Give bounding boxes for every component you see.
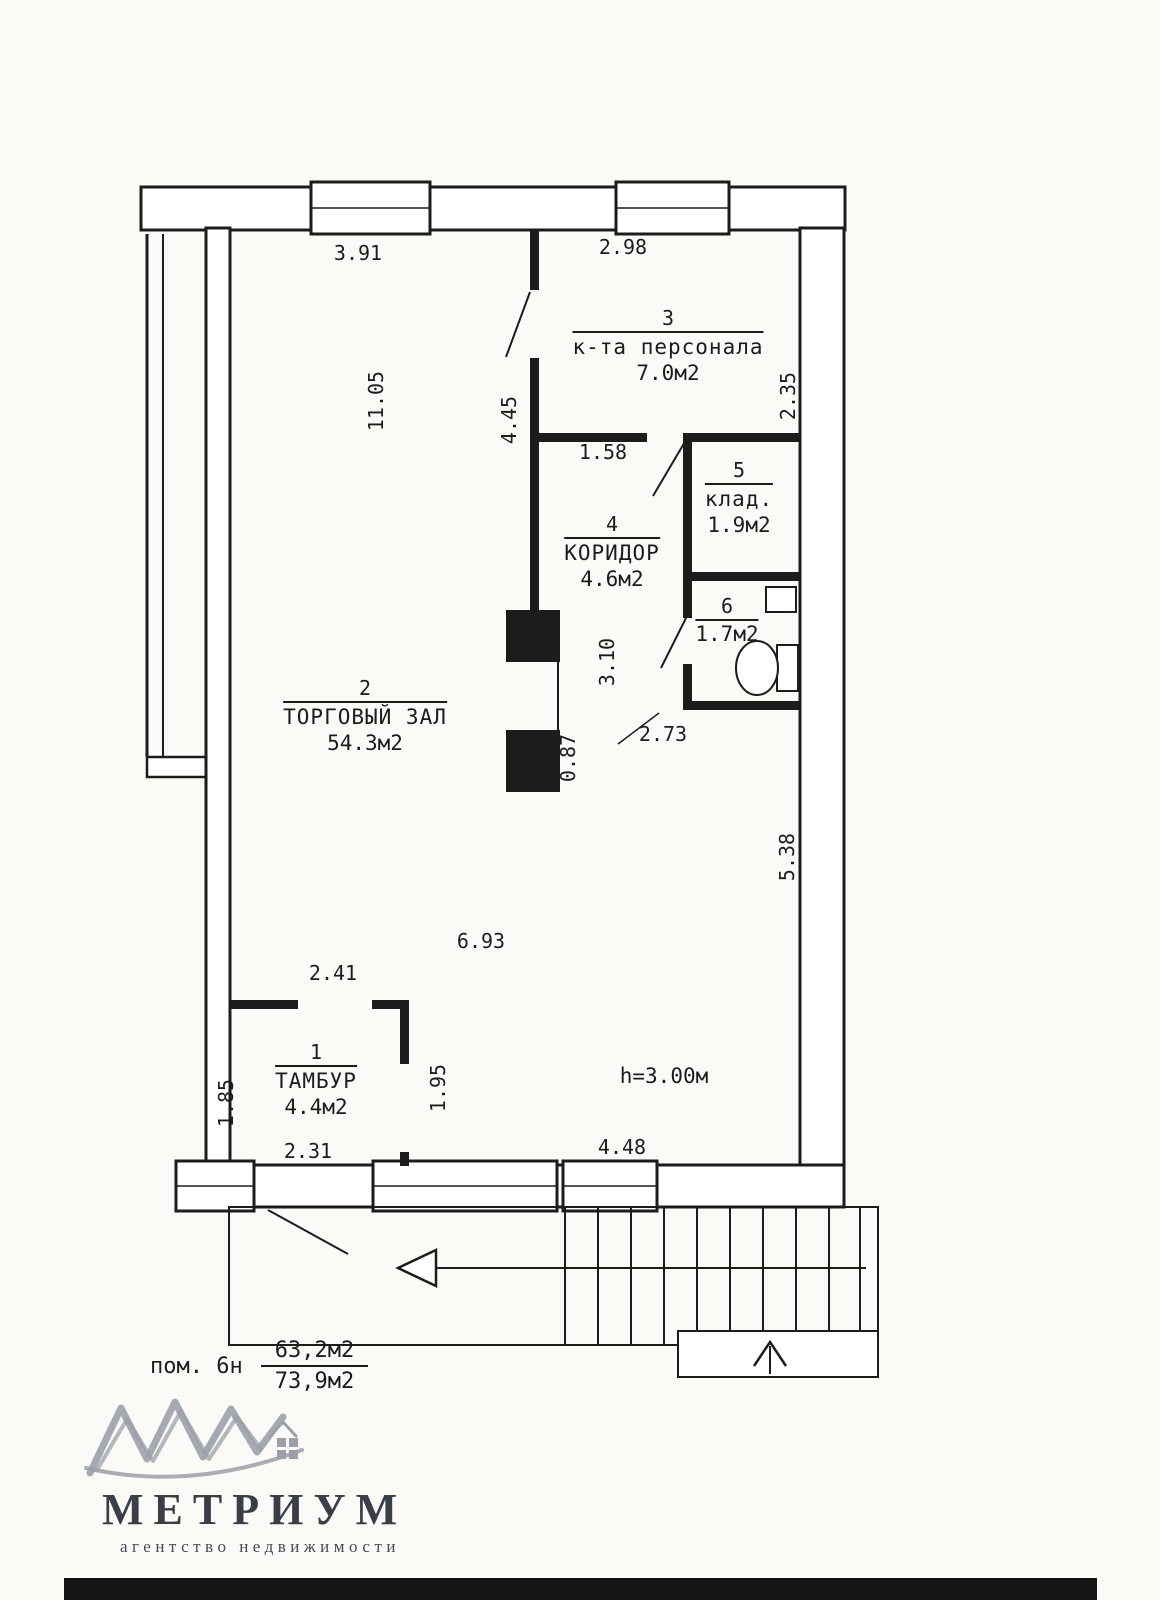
dim-tambour-right: 1.95 xyxy=(426,1063,450,1113)
title-block: пом. 6н 63,2м2 73,9м2 xyxy=(150,1338,369,1394)
dim-passage: 3.10 xyxy=(595,637,619,687)
dim-corridor-top: 1.58 xyxy=(578,440,628,464)
stair-direction-arrow-icon xyxy=(395,1248,438,1288)
room-area: 1.9м2 xyxy=(707,513,771,538)
agency-tagline: агентство недвижимости xyxy=(120,1537,400,1556)
window-bays xyxy=(174,180,731,1213)
dim-column-gap: 0.87 xyxy=(556,733,580,783)
dim-right-upper: 2.35 xyxy=(776,371,800,421)
dim-hall-width: 6.93 xyxy=(456,929,506,953)
room-label-storage: 5 клад. 1.9м2 xyxy=(704,458,774,538)
ceiling-height-note: h=3.00м xyxy=(619,1064,709,1088)
agency-logo-mark xyxy=(84,1398,304,1479)
room-number: 6 xyxy=(695,594,759,621)
door-swings xyxy=(267,291,688,1255)
dim-room3-left: 4.45 xyxy=(497,395,521,445)
room-label-corridor: 4 КОРИДОР 4.6м2 xyxy=(564,512,660,592)
room-name: клад. xyxy=(704,487,774,511)
dim-left-height: 11.05 xyxy=(364,370,388,432)
room-area: 54.3м2 xyxy=(327,731,403,756)
room-number: 2 xyxy=(283,676,447,703)
sink-icon xyxy=(765,586,797,613)
interior-partitions xyxy=(230,230,800,1166)
room-label-vestibule: 1 ТАМБУР 4.4м2 xyxy=(275,1040,357,1120)
toilet-bowl-icon xyxy=(735,640,779,696)
room-name: КОРИДОР xyxy=(564,541,660,565)
dim-top-right: 2.98 xyxy=(598,235,648,259)
logo-house-pixels-icon xyxy=(277,1438,298,1459)
dim-tambour-left: 1.85 xyxy=(214,1078,238,1128)
room-label-trading-hall: 2 ТОРГОВЫЙ ЗАЛ 54.3м2 xyxy=(283,676,447,756)
room-name: ТОРГОВЫЙ ЗАЛ xyxy=(283,705,447,729)
room-area: 4.4м2 xyxy=(284,1095,348,1120)
room-number: 5 xyxy=(704,458,774,485)
neighbor-structure xyxy=(145,234,208,779)
room-number: 4 xyxy=(564,512,660,539)
logo-house-roof-icon xyxy=(268,1420,298,1438)
dim-entrance-width: 4.48 xyxy=(597,1135,647,1159)
room-name: к-та персонала xyxy=(572,335,764,359)
toilet-tank-icon xyxy=(776,644,799,692)
area-fraction: 63,2м2 73,9м2 xyxy=(260,1338,369,1394)
room-label-wc: 6 1.7м2 xyxy=(695,594,759,647)
stairs xyxy=(228,1206,879,1378)
area-denominator: 73,9м2 xyxy=(274,1369,355,1394)
dim-tambour-top: 2.41 xyxy=(308,961,358,985)
bathroom-fixtures xyxy=(735,586,799,696)
room-area: 4.6м2 xyxy=(580,567,644,592)
area-numerator: 63,2м2 xyxy=(260,1338,369,1367)
agency-name: МЕТРИУМ xyxy=(102,1485,408,1534)
room-name: ТАМБУР xyxy=(275,1069,357,1093)
footer-bar xyxy=(64,1578,1097,1600)
dim-hall-mid: 2.73 xyxy=(638,722,688,746)
stair-up-arrow-icon xyxy=(752,1339,788,1367)
dim-tambour-bottom: 2.31 xyxy=(283,1139,333,1163)
columns xyxy=(506,610,560,792)
dim-top-left: 3.91 xyxy=(333,241,383,265)
room-area: 7.0м2 xyxy=(636,361,700,386)
room-area: 1.7м2 xyxy=(695,622,759,646)
room-number: 1 xyxy=(275,1040,357,1067)
room-label-staff-room: 3 к-та персонала 7.0м2 xyxy=(572,306,764,386)
room-number: 3 xyxy=(572,306,764,333)
dim-right-lower: 5.38 xyxy=(775,832,799,882)
unit-label: пом. 6н xyxy=(150,1353,243,1379)
